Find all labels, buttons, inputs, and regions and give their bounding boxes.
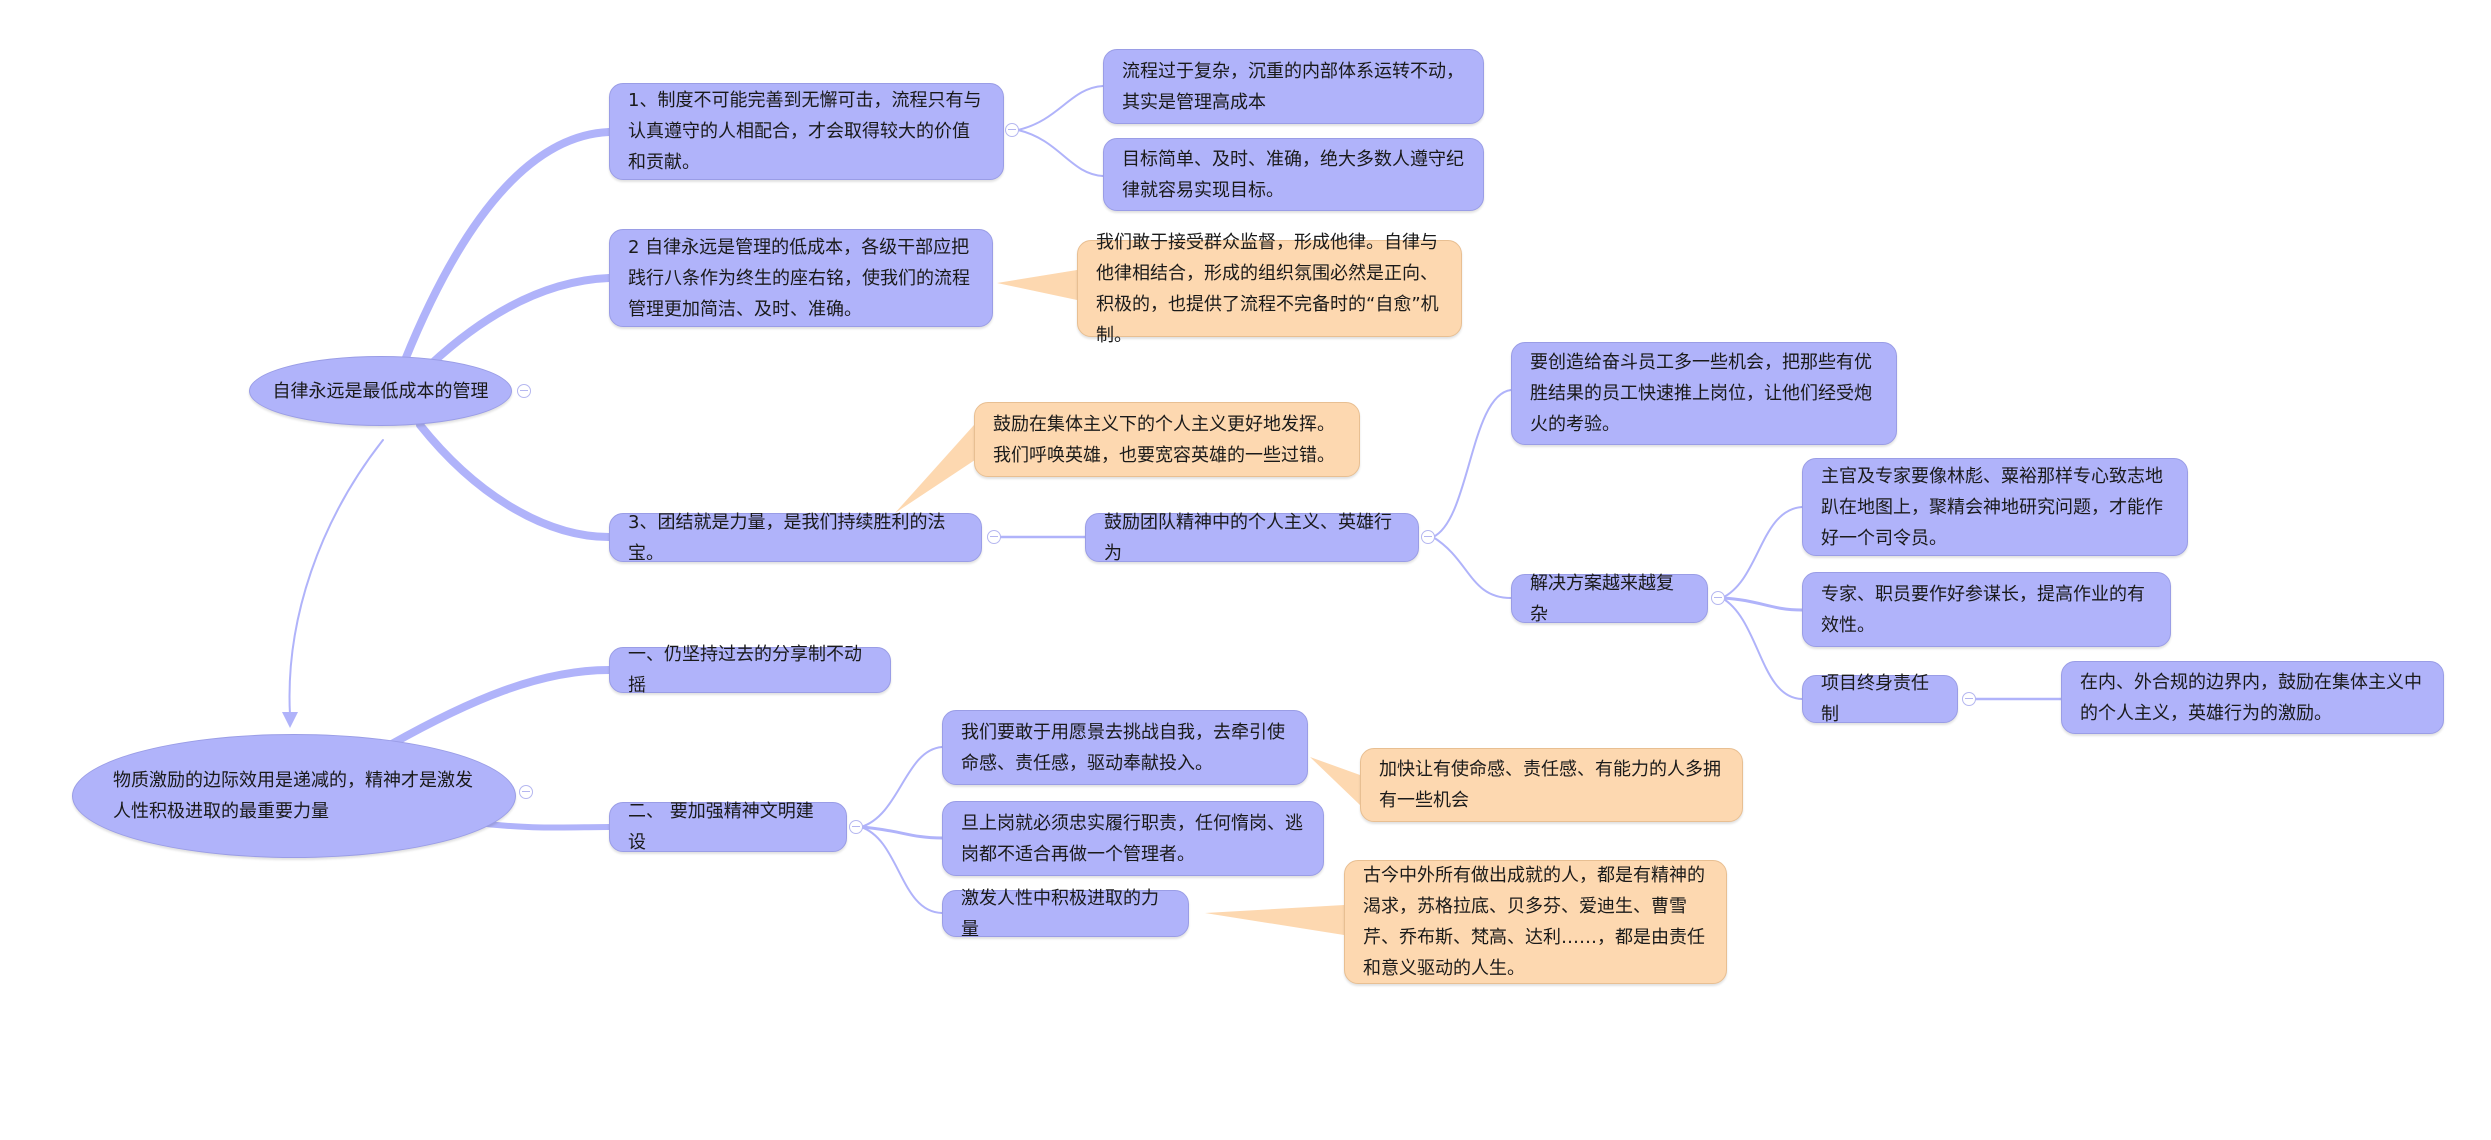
link-root1-a3 [416,421,613,541]
topic-a1[interactable]: 1、制度不可能完善到无懈可击，流程只有与认真遵守的人相配合，才会取得较大的价值和… [609,83,1004,180]
callout-e1[interactable]: 加快让有使命感、责任感、有能力的人多拥有一些机会 [1360,748,1743,822]
link-b2-c1 [1721,506,1803,599]
collapse-toggle[interactable] [519,785,533,799]
topic-c3[interactable]: 项目终身责任制 [1802,673,1958,725]
collapse-toggle[interactable] [1962,692,1976,706]
collapse-toggle[interactable] [849,820,863,834]
callout-pointer-e3 [1205,905,1344,935]
arrowhead-icon [282,712,298,728]
relation-arrow [288,439,384,716]
topic-b2[interactable]: 解决方案越来越复杂 [1511,573,1708,625]
callout-label: 鼓励在集体主义下的个人主义更好地发挥。我们呼唤英雄，也要宽容英雄的一些过错。 [993,413,1335,466]
topic-e3[interactable]: 激发人性中积极进取的力量 [942,888,1189,940]
topic-label: 要创造给奋斗员工多一些机会，把那些有优胜结果的员工快速推上岗位，让他们经受炮火的… [1530,352,1872,435]
topic-d1[interactable]: 一、仍坚持过去的分享制不动摇 [609,644,891,696]
callout-pointer-a3 [895,425,990,513]
link-d2-e2 [859,825,944,840]
topic-c2[interactable]: 专家、职员要作好参谋长，提高作业的有效性。 [1802,572,2171,647]
topic-label: 解决方案越来越复杂 [1530,572,1674,625]
topic-d2[interactable]: 二、 要加强精神文明建设 [609,801,847,853]
topic-label: 流程过于复杂，沉重的内部体系运转不动，其实是管理高成本 [1122,60,1464,113]
callout-a3[interactable]: 鼓励在集体主义下的个人主义更好地发挥。我们呼唤英雄，也要宽容英雄的一些过错。 [974,402,1360,477]
callout-pointer-e1 [1310,757,1360,805]
link-root2-d1 [386,666,613,749]
topic-b1[interactable]: 要创造给奋斗员工多一些机会，把那些有优胜结果的员工快速推上岗位，让他们经受炮火的… [1511,342,1897,445]
topic-label: 自律永远是最低成本的管理 [272,380,489,402]
topic-a2[interactable]: 2 自律永远是管理的低成本，各级干部应把践行八条作为终生的座右铭，使我们的流程管… [609,229,993,327]
callout-pointer-a2 [997,270,1077,300]
topic-label: 二、 要加强精神文明建设 [628,801,814,853]
collapse-toggle[interactable] [1421,530,1435,544]
callout-e3[interactable]: 古今中外所有做出成就的人，都是有精神的渴求，苏格拉底、贝多芬、爱迪生、曹雪芹、乔… [1344,860,1727,984]
topic-label: 3、团结就是力量，是我们持续胜利的法宝。 [628,511,946,564]
topic-label: 目标简单、及时、准确，绝大多数人遵守纪律就容易实现目标。 [1122,148,1464,201]
topic-label: 鼓励团队精神中的个人主义、英雄行为 [1104,511,1392,564]
topic-a1b[interactable]: 目标简单、及时、准确，绝大多数人遵守纪律就容易实现目标。 [1103,138,1484,211]
topic-label: 2 自律永远是管理的低成本，各级干部应把践行八条作为终生的座右铭，使我们的流程管… [628,236,970,320]
topic-e2[interactable]: 旦上岗就必须忠实履行职责，任何惰岗、逃岗都不适合再做一个管理者。 [942,801,1324,876]
topic-label: 主官及专家要像林彪、粟裕那样专心致志地趴在地图上，聚精会神地研究问题，才能作好一… [1821,465,2163,549]
collapse-toggle[interactable] [517,384,531,398]
topic-label: 旦上岗就必须忠实履行职责，任何惰岗、逃岗都不适合再做一个管理者。 [961,812,1303,865]
link-a1-a1a [1017,85,1104,131]
topic-label: 项目终身责任制 [1821,673,1929,725]
topic-label: 在内、外合规的边界内，鼓励在集体主义中的个人主义，英雄行为的激励。 [2080,671,2422,724]
topic-label: 专家、职员要作好参谋长，提高作业的有效性。 [1821,583,2145,636]
link-b2-c2 [1720,596,1804,612]
topic-label: 1、制度不可能完善到无懈可击，流程只有与认真遵守的人相配合，才会取得较大的价值和… [628,90,982,173]
topic-a1a[interactable]: 流程过于复杂，沉重的内部体系运转不动，其实是管理高成本 [1103,49,1484,124]
link-d2-e1 [860,746,943,828]
topic-label: 我们要敢于用愿景去挑战自我，去牵引使命感、责任感，驱动奉献投入。 [961,721,1285,774]
link-root1-a1 [401,128,613,364]
topic-label: 激发人性中积极进取的力量 [961,887,1159,940]
callout-a2[interactable]: 我们敢于接受群众监督，形成他律。自律与他律相结合，形成的组织氛围必然是正向、积极… [1077,232,1462,346]
link-a3c-b2 [1432,536,1512,599]
link-a3c-b1 [1432,389,1512,538]
topic-c3c[interactable]: 在内、外合规的边界内，鼓励在集体主义中的个人主义，英雄行为的激励。 [2061,661,2444,734]
callout-label: 古今中外所有做出成就的人，都是有精神的渴求，苏格拉底、贝多芬、爱迪生、曹雪芹、乔… [1363,865,1705,979]
link-b2-c3 [1721,597,1803,700]
topic-label: 一、仍坚持过去的分享制不动摇 [628,644,862,696]
topic-a3c[interactable]: 鼓励团队精神中的个人主义、英雄行为 [1085,512,1419,564]
callout-label: 加快让有使命感、责任感、有能力的人多拥有一些机会 [1379,759,1721,811]
link-d2-e3 [860,826,943,914]
link-root1-a2 [426,274,613,369]
topic-e1[interactable]: 我们要敢于用愿景去挑战自我，去牵引使命感、责任感，驱动奉献投入。 [942,710,1308,785]
callout-label: 我们敢于接受群众监督，形成他律。自律与他律相结合，形成的组织氛围必然是正向、积极… [1096,231,1439,346]
collapse-toggle[interactable] [1005,123,1019,137]
collapse-toggle[interactable] [1711,591,1725,605]
collapse-toggle[interactable] [987,530,1001,544]
link-a1-a1b [1017,129,1104,177]
topic-a3[interactable]: 3、团结就是力量，是我们持续胜利的法宝。 [609,512,982,564]
central-topic-self-discipline[interactable]: 自律永远是最低成本的管理 [249,356,512,426]
central-topic-spiritual-motivation[interactable]: 物质激励的边际效用是递减的，精神才是激发人性积极进取的最重要力量 [72,734,516,858]
topic-label: 物质激励的边际效用是递减的，精神才是激发人性积极进取的最重要力量 [113,770,473,822]
topic-c1[interactable]: 主官及专家要像林彪、粟裕那样专心致志地趴在地图上，聚精会神地研究问题，才能作好一… [1802,458,2188,556]
